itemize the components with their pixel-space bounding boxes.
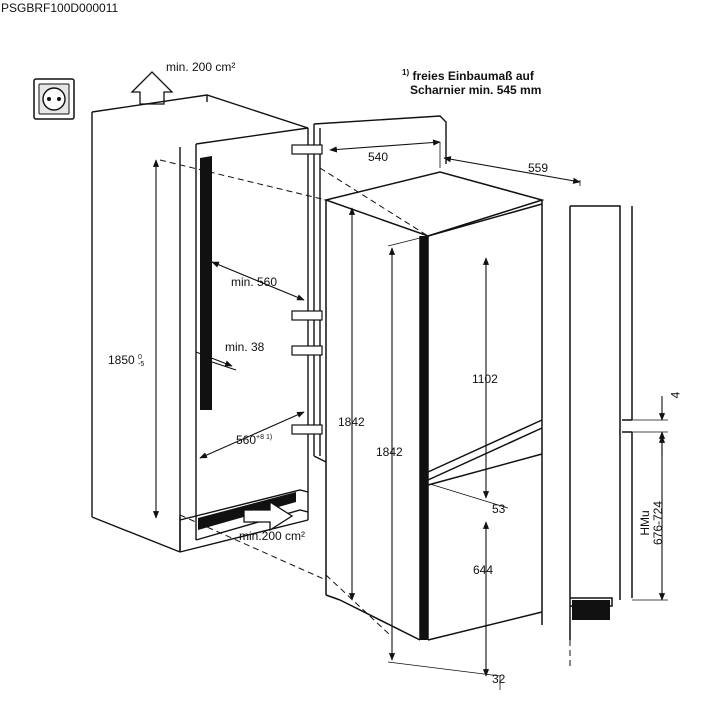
hmu-label: HMu 676-724 <box>638 493 665 553</box>
hmu-range: 676-724 <box>651 500 665 546</box>
niche-width-label: 560+8 1) <box>236 434 272 446</box>
depth-540-label: 540 <box>368 150 389 164</box>
tol-upper: 0 <box>138 354 142 361</box>
niche-width-value: 560 <box>236 433 257 447</box>
min-depth-label: min. 560 <box>231 275 278 289</box>
side-profile <box>569 205 633 640</box>
hinge-panel <box>313 115 447 463</box>
top-airflow-arrow-icon <box>130 71 174 105</box>
appliance-height-left-label: 1842 <box>338 415 365 429</box>
tol-lower: -5 <box>138 361 145 368</box>
note-line-2: Scharnier min. 545 mm <box>410 83 542 97</box>
bottom-airflow-arrow-icon <box>243 500 294 532</box>
niche-height-tolerance: 0 -5 <box>138 354 144 368</box>
depth-559-label: 559 <box>528 161 549 175</box>
dimension-lines <box>152 139 666 677</box>
hinge-note: 1) freies Einbaumaß auf Scharnier min. 5… <box>402 66 541 97</box>
extension-lines <box>387 142 668 690</box>
side-profile-plinth <box>572 600 610 620</box>
gap-53-label: 53 <box>492 502 506 516</box>
min-38-label: min. 38 <box>225 340 265 354</box>
hmu-name: HMu <box>638 510 652 536</box>
niche-seal <box>200 156 212 410</box>
appliance-door-edge <box>420 236 428 640</box>
hinges <box>291 144 323 435</box>
freezer-door-label: 644 <box>473 563 494 577</box>
niche-width-tolerance: +8 1) <box>256 434 273 441</box>
cabinet-niche <box>91 94 309 553</box>
note-line-1: freies Einbaumaß auf <box>412 69 534 83</box>
niche-height-value: 1850 <box>108 353 135 368</box>
bottom-vent-label: min.200 cm² <box>239 529 306 543</box>
top-vent-label: min. 200 cm² <box>166 60 236 74</box>
note-footnote-mark: 1) <box>402 68 410 77</box>
gap-4-label: 4 <box>668 391 683 399</box>
bottom-32-label: 32 <box>492 672 506 686</box>
appliance-body <box>323 171 545 641</box>
power-socket-icon <box>33 78 75 120</box>
niche-height-label: 1850 0 -5 <box>108 354 144 368</box>
appliance-height-inner-label: 1842 <box>376 445 403 459</box>
drawing-code: PSGBRF100D000011 <box>1 1 119 15</box>
dashed-guides <box>159 159 571 670</box>
fridge-door-label: 1102 <box>472 372 498 386</box>
